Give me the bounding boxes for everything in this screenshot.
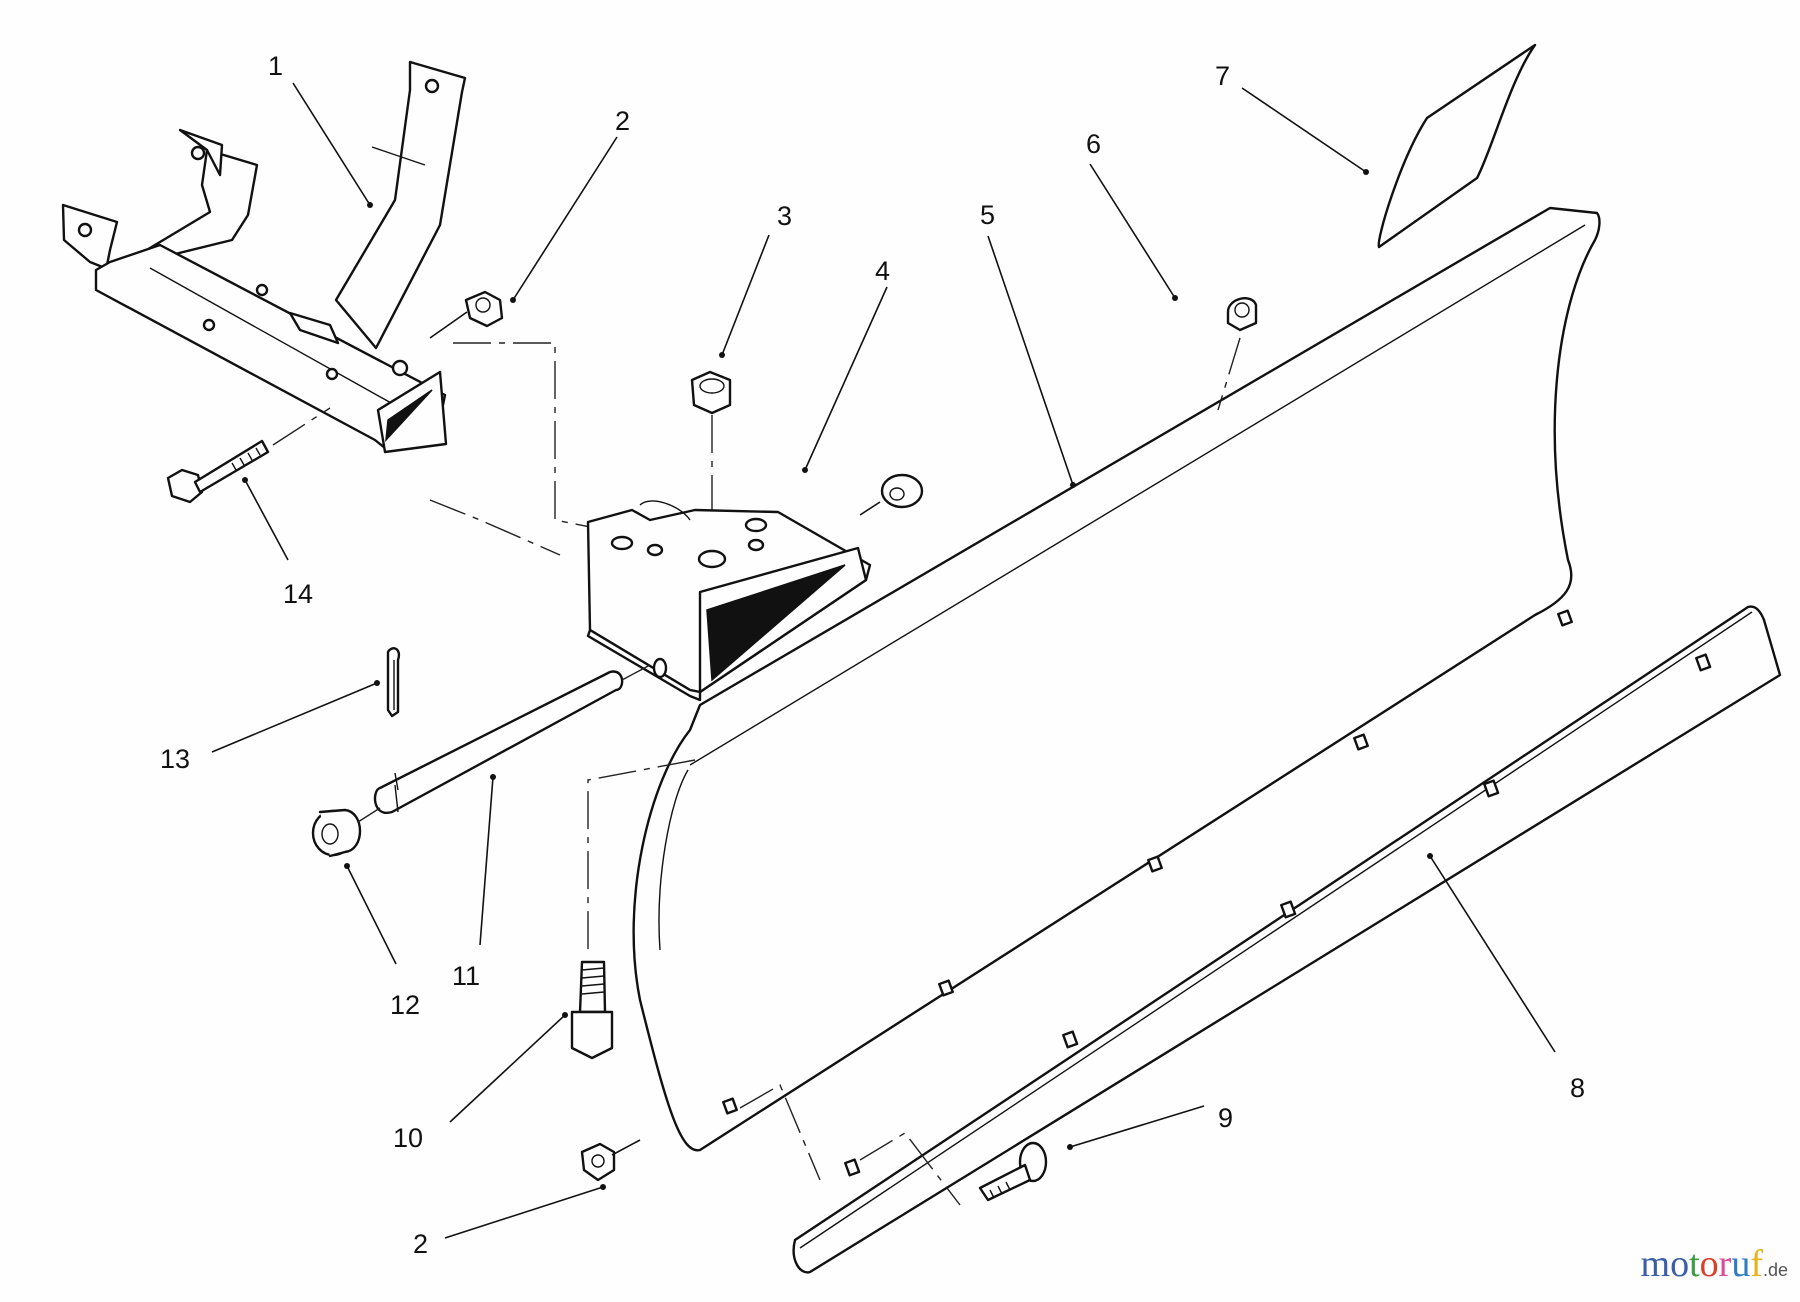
watermark-letter: o bbox=[1699, 1243, 1719, 1285]
edge-slots bbox=[844, 653, 1712, 1177]
alignment-line bbox=[453, 342, 621, 534]
decal bbox=[1377, 43, 1537, 249]
bolt-14 bbox=[166, 407, 331, 504]
watermark-letter: u bbox=[1731, 1243, 1751, 1285]
callout-11: 11 bbox=[452, 961, 480, 991]
callout-5: 5 bbox=[980, 200, 995, 230]
callout-6: 6 bbox=[1086, 129, 1101, 159]
cutting-edge bbox=[792, 605, 1782, 1274]
lock-nut-6 bbox=[1217, 297, 1258, 411]
alignment-line bbox=[587, 759, 696, 950]
callout-9: 9 bbox=[1218, 1103, 1233, 1133]
alignment-line bbox=[859, 1132, 961, 1206]
callout-2-top: 2 bbox=[615, 106, 630, 136]
clevis-pin bbox=[373, 664, 651, 814]
watermark-letter: t bbox=[1689, 1243, 1700, 1285]
callout-10: 10 bbox=[393, 1123, 423, 1153]
mounting-frame bbox=[61, 60, 467, 454]
spacer-12 bbox=[311, 807, 381, 858]
spacer-right bbox=[859, 473, 924, 516]
watermark-logo: motoruf.de bbox=[1641, 1242, 1788, 1286]
lock-nut-top bbox=[429, 290, 504, 339]
callout-14: 14 bbox=[283, 579, 313, 609]
lock-nut-bottom bbox=[580, 1139, 641, 1182]
lock-nut-3 bbox=[690, 370, 732, 540]
watermark-letter: o bbox=[1670, 1243, 1690, 1285]
callout-3: 3 bbox=[777, 201, 792, 231]
watermark-letter: r bbox=[1718, 1243, 1732, 1285]
callout-12: 12 bbox=[390, 990, 420, 1020]
callout-4: 4 bbox=[875, 256, 890, 286]
callout-7: 7 bbox=[1215, 61, 1230, 91]
pivot-bracket bbox=[586, 500, 872, 702]
carriage-bolt-10 bbox=[570, 960, 614, 1060]
plow-blade bbox=[632, 206, 1601, 1152]
callout-labels: 1 2 3 4 5 6 7 8 9 10 11 12 13 14 2 bbox=[160, 51, 1585, 1259]
watermark-letter: f bbox=[1750, 1243, 1763, 1285]
callout-leaders bbox=[211, 82, 1556, 1239]
callout-2-bottom: 2 bbox=[413, 1229, 428, 1259]
alignment-line bbox=[429, 499, 561, 556]
watermark-tld: .de bbox=[1762, 1260, 1788, 1280]
callout-8: 8 bbox=[1570, 1073, 1585, 1103]
cotter-pin bbox=[386, 647, 401, 718]
alignment-line bbox=[739, 1083, 821, 1181]
blade-slots bbox=[722, 609, 1573, 1115]
watermark-letter: m bbox=[1640, 1243, 1671, 1285]
callout-1: 1 bbox=[268, 51, 283, 81]
callout-13: 13 bbox=[160, 744, 190, 774]
carriage-bolt-9 bbox=[978, 1141, 1048, 1202]
